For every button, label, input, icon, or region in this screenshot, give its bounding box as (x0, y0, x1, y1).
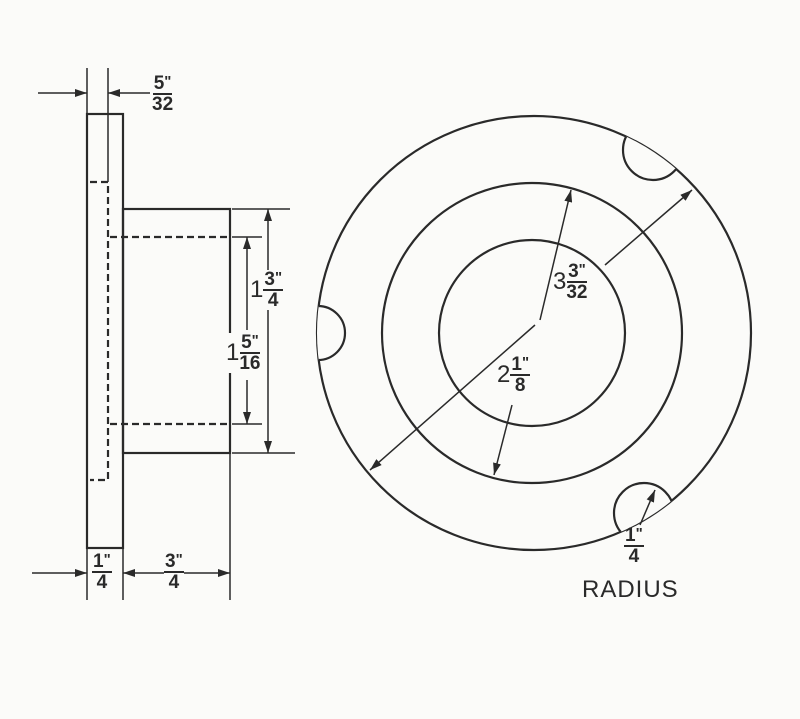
label-flange-thickness: 5"32 (152, 73, 174, 115)
dim-arrow-middle-diameter-b (493, 404, 513, 476)
notch-bottom-right (612, 481, 676, 545)
label-notch-radius: 1"4 (624, 525, 644, 567)
notch-left (317, 304, 347, 362)
front-view (315, 114, 753, 552)
extension-lines (86, 68, 295, 600)
dim-arrow-middle-diameter-a (539, 189, 573, 321)
notch-top-right (621, 118, 685, 182)
label-hub-length: 3"4 (164, 551, 184, 593)
middle-circle (380, 181, 684, 485)
label-flange-width: 1"4 (92, 551, 112, 593)
hub-outline (121, 207, 232, 455)
radius-leader (639, 489, 656, 526)
dim-arrow-outer-diameter-a (604, 189, 693, 266)
hidden-bore-lines (90, 180, 230, 482)
label-radius-text: RADIUS (582, 576, 679, 603)
flange-outline (85, 112, 125, 550)
inner-circle (437, 238, 627, 428)
dim-arrow-outer-diameter-b (369, 324, 536, 471)
